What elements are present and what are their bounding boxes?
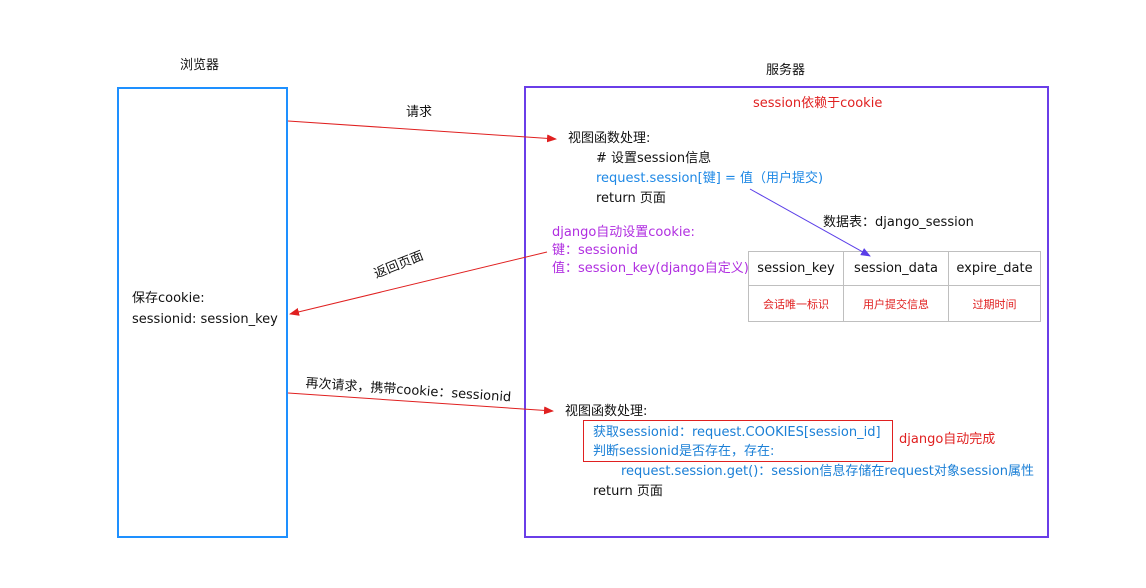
browser-save-cookie: 保存cookie: bbox=[132, 291, 205, 306]
table-header: session_key bbox=[749, 252, 844, 286]
server-title: 服务器 bbox=[766, 63, 806, 78]
table-header: session_data bbox=[844, 252, 949, 286]
browser-session-line: sessionid: session_key bbox=[132, 312, 278, 327]
django-cookie-line3: 值：session_key(django自定义) bbox=[552, 261, 749, 276]
django-auto-done: django自动完成 bbox=[899, 432, 996, 447]
view2-get-id: 获取sessionid：request.COOKIES[session_id] bbox=[593, 425, 881, 440]
view2-session-get: request.session.get()：session信息存储在reques… bbox=[621, 464, 1034, 479]
view2-check: 判断sessionid是否存在，存在: bbox=[593, 444, 775, 459]
request-label: 请求 bbox=[406, 105, 433, 120]
session-to-table-arrow bbox=[749, 188, 871, 257]
django-cookie-line1: django自动设置cookie: bbox=[552, 225, 695, 240]
table-title: 数据表：django_session bbox=[823, 215, 974, 230]
table-cell: 会话唯一标识 bbox=[749, 286, 844, 321]
view1-return: return 页面 bbox=[596, 191, 666, 206]
view1-comment: # 设置session信息 bbox=[596, 151, 712, 166]
table-cell: 用户提交信息 bbox=[844, 286, 949, 321]
request-again-arrow bbox=[287, 392, 554, 415]
django-cookie-line2: 键：sessionid bbox=[552, 243, 638, 258]
server-box bbox=[524, 86, 1049, 538]
browser-title: 浏览器 bbox=[180, 58, 220, 73]
table-header: expire_date bbox=[949, 252, 1040, 286]
return-page-arrow bbox=[289, 251, 548, 316]
auto-complete-box bbox=[583, 420, 893, 462]
view2-return: return 页面 bbox=[593, 484, 663, 499]
table-cell: 过期时间 bbox=[972, 297, 1017, 311]
view2-heading: 视图函数处理: bbox=[565, 404, 648, 419]
session-depends-note: session依赖于cookie bbox=[753, 96, 883, 111]
view1-code: request.session[键] = 值（用户提交) bbox=[596, 171, 824, 186]
view1-heading: 视图函数处理: bbox=[568, 131, 651, 146]
django-session-table: session_key session_data expire_date 会话唯… bbox=[748, 251, 1041, 322]
browser-box bbox=[117, 87, 288, 538]
request-arrow bbox=[287, 120, 557, 143]
